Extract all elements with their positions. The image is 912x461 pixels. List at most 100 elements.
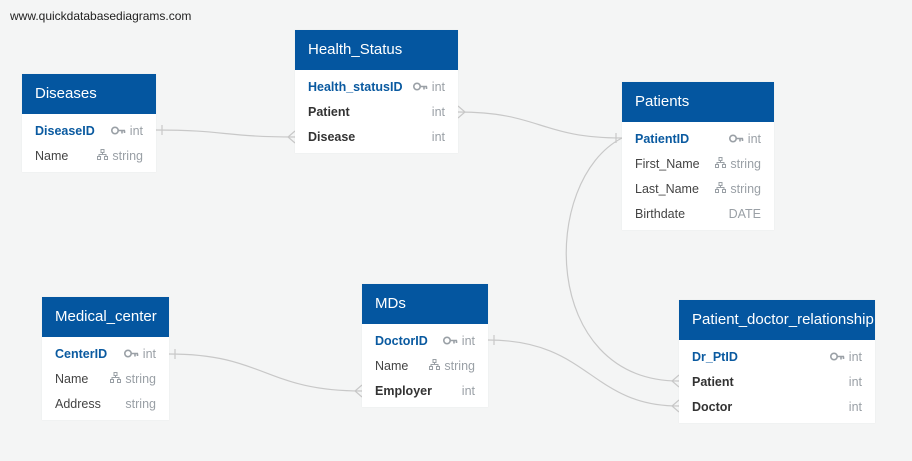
field-type: int [432, 105, 445, 119]
field-name: Last_Name [635, 181, 699, 196]
field-name: First_Name [635, 156, 700, 171]
field-name: Employer [375, 383, 432, 398]
field-row[interactable]: DoctorID int [362, 328, 488, 353]
field-type-label: string [125, 396, 156, 411]
table-title: Diseases [22, 74, 156, 114]
field-type: string [125, 397, 156, 411]
field-row[interactable]: DiseaseID int [22, 118, 156, 143]
field-type-label: int [747, 131, 761, 146]
field-type-label: int [431, 129, 445, 144]
sitemap-icon [715, 156, 727, 171]
field-row[interactable]: Birthdate DATE [622, 201, 774, 226]
field-name: Birthdate [635, 206, 686, 221]
field-type: string [715, 181, 761, 196]
field-name: Disease [308, 129, 356, 144]
field-row[interactable]: Doctor int [679, 394, 875, 419]
field-type: string [429, 358, 475, 373]
key-icon [442, 334, 458, 348]
sitemap-icon [97, 148, 109, 163]
field-type: int [412, 79, 445, 94]
table-title: MDs [362, 284, 488, 324]
field-row[interactable]: Dr_PtID int [679, 344, 875, 369]
key-icon [728, 132, 744, 146]
field-row[interactable]: Patient int [295, 99, 458, 124]
table-title: Medical_center [42, 297, 169, 337]
field-name: DoctorID [375, 333, 428, 348]
field-type-label: string [730, 156, 761, 171]
field-type: int [462, 384, 475, 398]
link-health-status-patients [457, 111, 623, 139]
field-type: DATE [729, 207, 761, 221]
field-type-label: string [444, 358, 475, 373]
field-name: PatientID [635, 131, 690, 146]
field-type: int [432, 130, 445, 144]
field-type: int [849, 400, 862, 414]
field-name: Patient [692, 374, 734, 389]
field-type-label: int [142, 346, 156, 361]
key-icon [829, 350, 845, 364]
field-name: Address [55, 396, 101, 411]
field-type-label: int [431, 79, 445, 94]
field-row[interactable]: First_Name string [622, 151, 774, 176]
link-patients-pdr [565, 137, 680, 382]
field-name: Name [55, 371, 89, 386]
table-title: Patient_doctor_relationship [679, 300, 875, 340]
table-title: Health_Status [295, 30, 458, 70]
field-name: Patient [308, 104, 350, 119]
field-row[interactable]: CenterID int [42, 341, 169, 366]
field-row[interactable]: Patient int [679, 369, 875, 394]
field-type: string [110, 371, 156, 386]
field-name: Health_statusID [308, 79, 403, 94]
field-type: string [97, 148, 143, 163]
field-type-label: int [129, 123, 143, 138]
link-mds-pdr [487, 339, 680, 407]
field-type-label: string [125, 371, 156, 386]
field-type-label: DATE [728, 206, 761, 221]
field-row[interactable]: Last_Name string [622, 176, 774, 201]
field-type-label: int [461, 383, 475, 398]
field-name: Doctor [692, 399, 733, 414]
field-type: string [715, 156, 761, 171]
field-name: CenterID [55, 346, 108, 361]
field-name: Dr_PtID [692, 349, 738, 364]
key-icon [123, 347, 139, 361]
link-diseases-health-status [155, 129, 296, 138]
field-type-label: string [730, 181, 761, 196]
field-row[interactable]: Disease int [295, 124, 458, 149]
field-type: int [442, 333, 475, 348]
table-title: Patients [622, 82, 774, 122]
field-type: int [829, 350, 862, 364]
sitemap-icon [429, 358, 441, 373]
field-type-label: int [461, 333, 475, 348]
field-name: Name [35, 148, 69, 163]
link-medical-center-mds [168, 353, 363, 392]
field-row[interactable]: Name string [22, 143, 156, 168]
field-type: int [728, 131, 761, 146]
field-row[interactable]: PatientID int [622, 126, 774, 151]
field-type-label: int [431, 104, 445, 119]
field-name: DiseaseID [35, 123, 95, 138]
field-type: int [110, 123, 143, 138]
watermark[interactable]: www.quickdatabasediagrams.com [10, 9, 192, 23]
field-type: int [123, 346, 156, 361]
field-type: int [849, 375, 862, 389]
field-row[interactable]: Health_statusID int [295, 74, 458, 99]
field-row[interactable]: Address string [42, 391, 169, 416]
field-row[interactable]: Name string [42, 366, 169, 391]
sitemap-icon [715, 181, 727, 196]
field-row[interactable]: Employer int [362, 378, 488, 403]
